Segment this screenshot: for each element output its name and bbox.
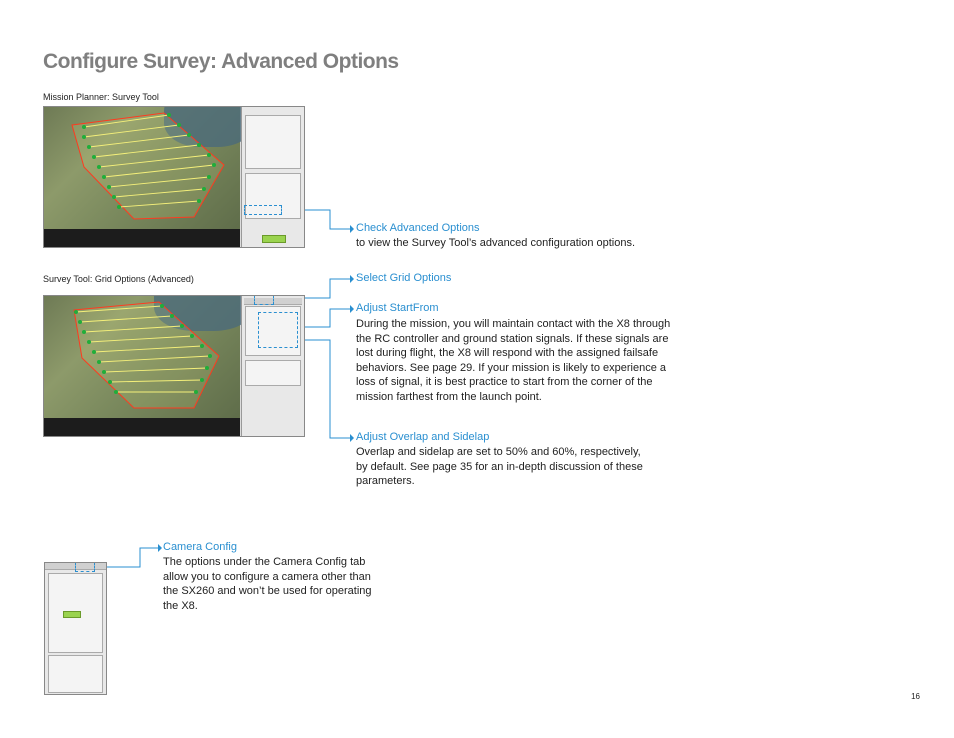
callout-adjust-startfrom-title: Adjust StartFrom (356, 302, 439, 314)
camera-config-screenshot (44, 562, 107, 695)
callout-check-advanced-options-title: Check Advanced Options (356, 222, 480, 234)
callout-camera-config-body: The options under the Camera Config tab … (163, 556, 372, 612)
satellite-map-2 (44, 296, 254, 418)
screenshot-caption-2: Survey Tool: Grid Options (Advanced) (43, 274, 194, 284)
stats-bar (44, 229, 240, 247)
survey-tool-screenshot (43, 106, 305, 248)
stats-bar-2 (44, 418, 240, 436)
survey-grid (71, 112, 225, 220)
callout-check-advanced-options-body: to view the Survey Tool’s advanced confi… (356, 237, 636, 249)
grid-tab-highlight (254, 296, 274, 305)
callout-adjust-startfrom-body: During the mission, you will maintain co… (356, 318, 671, 403)
accept-button[interactable] (262, 235, 286, 243)
advanced-options-highlight (244, 205, 282, 215)
callout-camera-config-title: Camera Config (163, 541, 237, 553)
survey-options-panel (241, 107, 304, 247)
page-number: 16 (911, 692, 920, 701)
callout-overlap-sidelap-title: Adjust Overlap and Sidelap (356, 431, 490, 443)
grid-options-panel (241, 296, 304, 436)
satellite-map (44, 107, 254, 229)
grid-settings-highlight (258, 312, 298, 348)
survey-grid-2 (73, 301, 220, 409)
camera-config-tab-highlight (75, 563, 95, 572)
callout-overlap-sidelap-body: Overlap and sidelap are set to 50% and 6… (356, 446, 643, 488)
screenshot-caption-1: Mission Planner: Survey Tool (43, 92, 159, 102)
grid-options-screenshot (43, 295, 305, 437)
page-title: Configure Survey: Advanced Options (43, 50, 399, 73)
save-camera-button[interactable] (63, 611, 81, 618)
callout-select-grid-options-title: Select Grid Options (356, 272, 452, 284)
